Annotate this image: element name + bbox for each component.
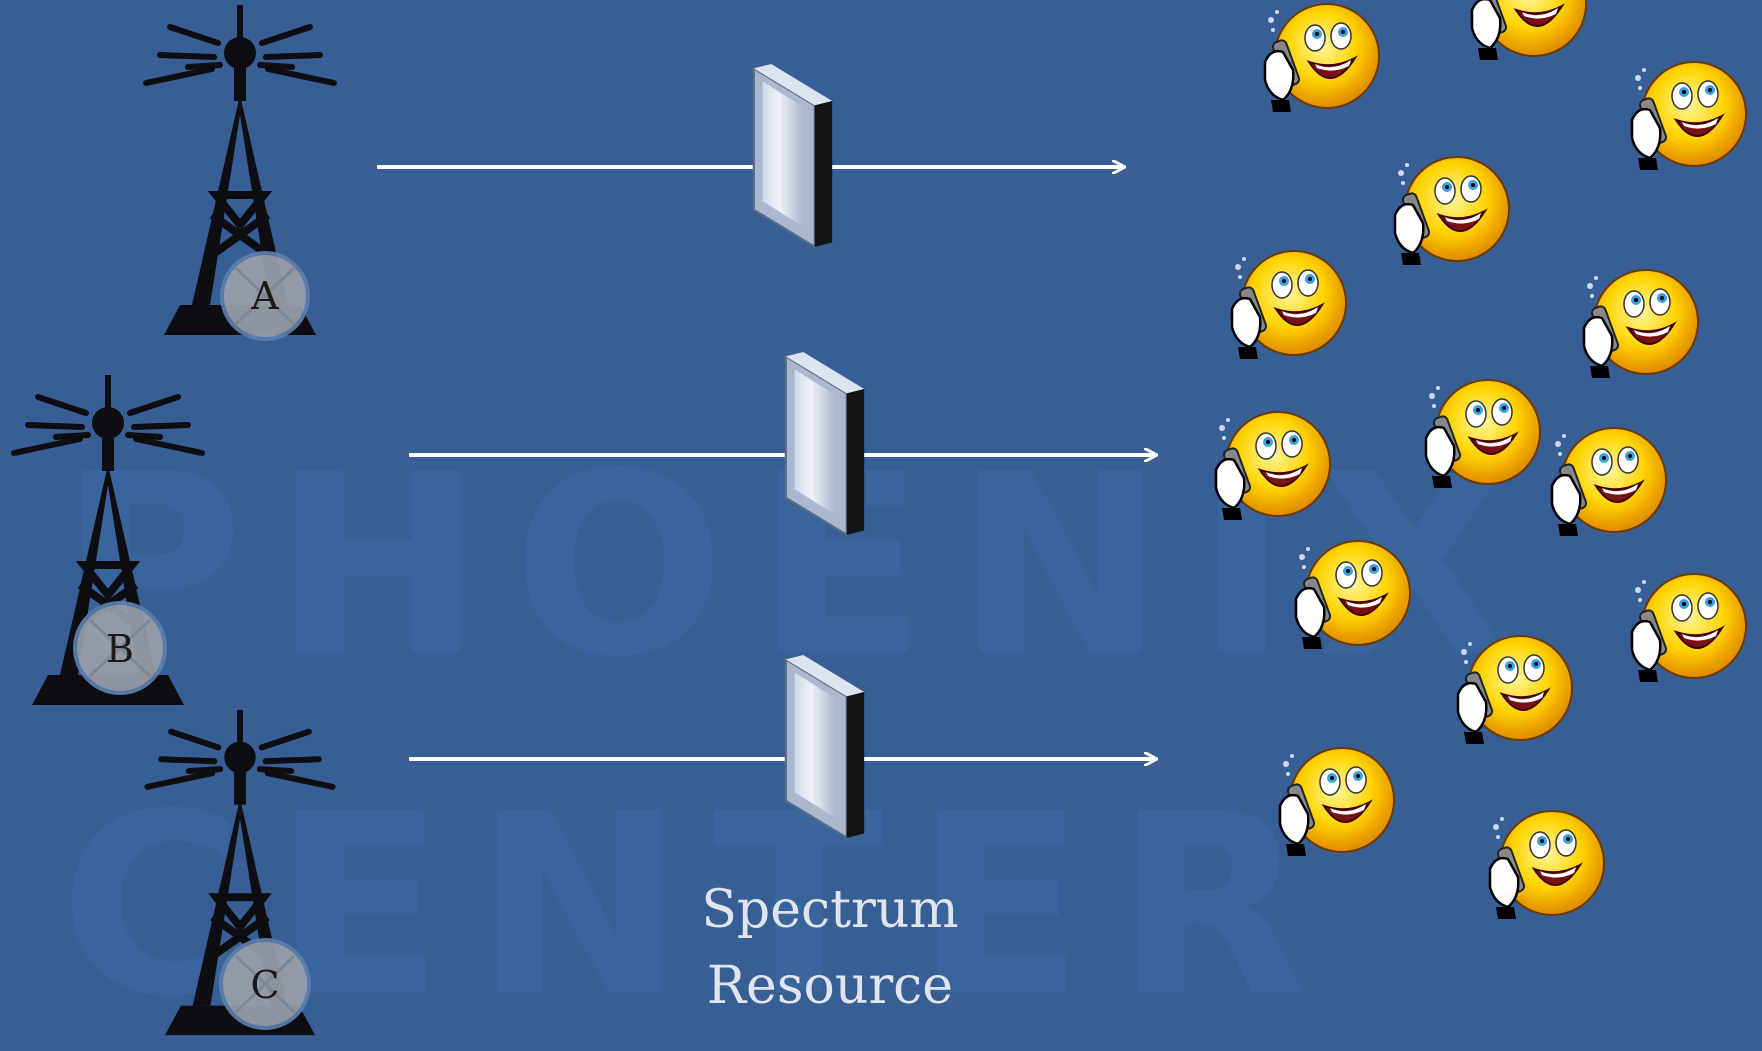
user-smiley-icon xyxy=(1550,426,1668,538)
spectrum-panel-2 xyxy=(784,352,866,536)
tower-b: B xyxy=(14,375,202,705)
user-smiley-icon xyxy=(1470,0,1588,62)
tower-label: A xyxy=(250,274,279,318)
user-smiley-icon xyxy=(1456,634,1574,746)
user-smiley-icon xyxy=(1393,155,1511,267)
user-smiley-icon xyxy=(1582,268,1700,380)
tower-a: A xyxy=(146,5,334,341)
tower-label: C xyxy=(250,963,279,1007)
caption-line-1: Spectrum xyxy=(701,880,959,940)
badge-cross-icon xyxy=(234,266,296,326)
user-smiley-icon xyxy=(1263,2,1381,114)
user-smiley-icon xyxy=(1488,809,1606,921)
user-smiley-icon xyxy=(1424,378,1542,490)
user-smiley-icon xyxy=(1278,746,1396,858)
user-smiley-icon xyxy=(1214,410,1332,522)
badge-cross-icon xyxy=(234,954,296,1014)
tower-c: C xyxy=(147,710,332,1035)
user-smiley-icon xyxy=(1230,249,1348,361)
spectrum-panel-3 xyxy=(784,655,866,839)
user-smiley-icon xyxy=(1630,572,1748,684)
user-smiley-icon xyxy=(1294,539,1412,651)
tower-label: B xyxy=(106,627,134,671)
users-group xyxy=(1214,0,1748,921)
spectrum-panel-1 xyxy=(752,64,834,248)
badge-cross-icon xyxy=(88,618,152,678)
user-smiley-icon xyxy=(1630,60,1748,172)
caption-line-2: Resource xyxy=(706,956,954,1016)
